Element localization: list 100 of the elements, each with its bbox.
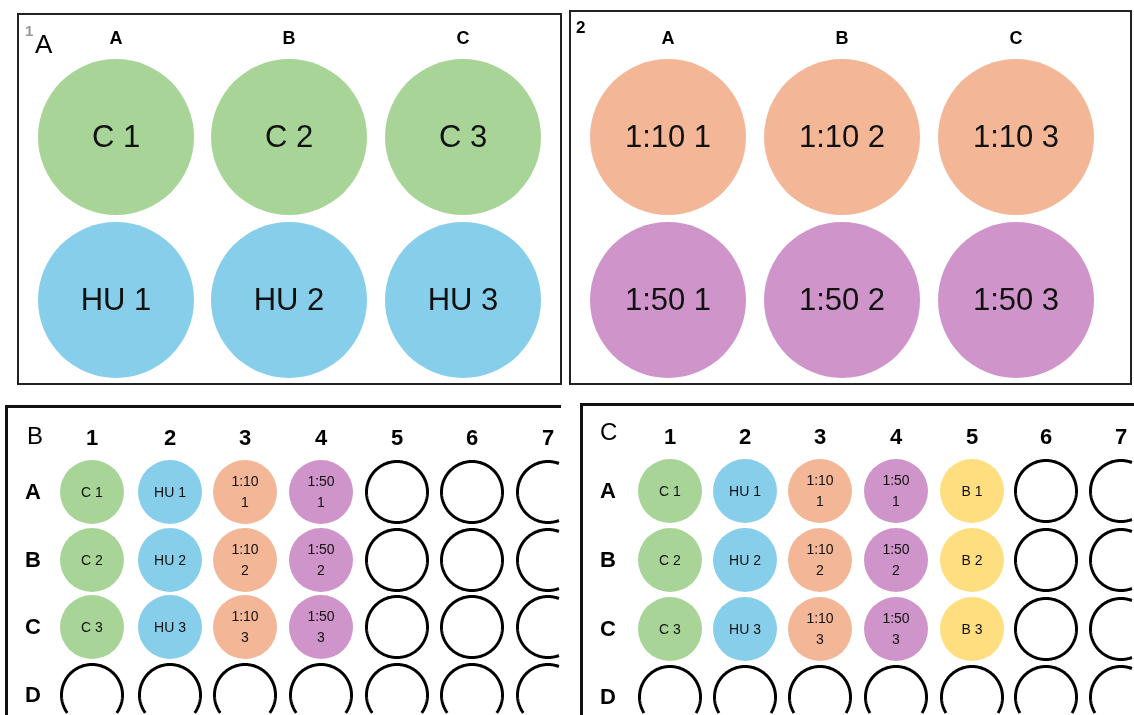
empty-well: [289, 663, 353, 715]
sample-well: C 2: [60, 528, 124, 592]
empty-well: [788, 665, 852, 715]
sample-well: 1:10 1: [213, 460, 277, 524]
panel-frame: [5, 405, 561, 715]
panel-label: C: [600, 420, 618, 444]
sample-well: HU 2: [138, 528, 202, 592]
row-header: A: [25, 481, 41, 503]
sample-well: 1:10 1: [590, 59, 746, 215]
row-header: B: [600, 549, 616, 571]
empty-well: [1014, 459, 1078, 523]
sample-well: 1:50 3: [864, 597, 928, 661]
panel-label: A: [35, 31, 53, 57]
sample-well: 1:10 2: [764, 59, 920, 215]
panel-label: 2: [576, 19, 586, 36]
sample-well: HU 3: [138, 595, 202, 659]
row-header: A: [600, 480, 616, 502]
sample-well: B 3: [940, 597, 1004, 661]
sample-well: 1:50 2: [764, 222, 920, 378]
sample-well: 1:10 2: [213, 528, 277, 592]
row-header: C: [25, 616, 41, 638]
column-header: 2: [738, 426, 752, 448]
empty-well: [440, 460, 504, 524]
row-header: C: [600, 618, 616, 640]
column-header: B: [835, 29, 849, 47]
sample-well: HU 1: [38, 222, 194, 378]
empty-well: [440, 663, 504, 715]
column-header: 1: [85, 427, 99, 449]
row-header: D: [25, 684, 41, 706]
sample-well: B 2: [940, 528, 1004, 592]
empty-well: [1089, 459, 1134, 523]
column-header: C: [456, 29, 470, 47]
sample-well: 1:50 3: [938, 222, 1094, 378]
sample-well: HU 3: [385, 222, 541, 378]
sample-well: 1:10 3: [788, 597, 852, 661]
column-header: B: [282, 29, 296, 47]
sample-well: 1:50 3: [289, 595, 353, 659]
column-header: A: [661, 29, 675, 47]
column-header: 4: [314, 427, 328, 449]
row-header: B: [25, 549, 41, 571]
sample-well: C 1: [60, 460, 124, 524]
row-header: D: [600, 686, 616, 708]
sample-well: C 1: [38, 59, 194, 215]
sample-well: HU 1: [713, 459, 777, 523]
panel-label: 1: [25, 23, 34, 38]
column-header: 5: [965, 426, 979, 448]
panel-frame: [17, 13, 562, 385]
empty-well: [1089, 665, 1134, 715]
sample-well: C 1: [638, 459, 702, 523]
sample-well: HU 2: [713, 528, 777, 592]
column-header: 7: [1114, 426, 1128, 448]
column-header: 1: [663, 426, 677, 448]
sample-well: 1:50 2: [289, 528, 353, 592]
sample-well: 1:10 3: [213, 595, 277, 659]
empty-well: [365, 595, 429, 659]
empty-well: [516, 528, 561, 592]
panel-frame: [580, 403, 1134, 715]
sample-well: C 2: [211, 59, 367, 215]
empty-well: [1014, 528, 1078, 592]
sample-well: C 3: [385, 59, 541, 215]
empty-well: [1014, 597, 1078, 661]
empty-well: [516, 663, 561, 715]
column-header: 5: [390, 427, 404, 449]
panel-label: B: [27, 424, 43, 448]
column-header: 6: [1039, 426, 1053, 448]
column-header: 6: [465, 427, 479, 449]
empty-well: [516, 460, 561, 524]
empty-well: [365, 528, 429, 592]
empty-well: [1014, 665, 1078, 715]
sample-well: B 1: [940, 459, 1004, 523]
sample-well: C 2: [638, 528, 702, 592]
empty-well: [440, 595, 504, 659]
sample-well: 1:10 1: [788, 459, 852, 523]
empty-well: [1089, 528, 1134, 592]
sample-well: 1:50 1: [289, 460, 353, 524]
sample-well: C 3: [60, 595, 124, 659]
sample-well: C 3: [638, 597, 702, 661]
sample-well: 1:50 2: [864, 528, 928, 592]
panel-frame: [569, 10, 1132, 385]
column-header: 2: [163, 427, 177, 449]
column-header: A: [109, 29, 123, 47]
empty-well: [638, 665, 702, 715]
column-header: 3: [238, 427, 252, 449]
empty-well: [1089, 597, 1134, 661]
column-header: 7: [541, 427, 555, 449]
empty-well: [864, 665, 928, 715]
empty-well: [365, 663, 429, 715]
sample-well: HU 2: [211, 222, 367, 378]
column-header: C: [1009, 29, 1023, 47]
column-header: 3: [813, 426, 827, 448]
empty-well: [213, 663, 277, 715]
empty-well: [440, 528, 504, 592]
empty-well: [516, 595, 561, 659]
sample-well: 1:10 2: [788, 528, 852, 592]
sample-well: 1:50 1: [864, 459, 928, 523]
empty-well: [60, 663, 124, 715]
sample-well: 1:50 1: [590, 222, 746, 378]
sample-well: 1:10 3: [938, 59, 1094, 215]
empty-well: [365, 460, 429, 524]
sample-well: HU 1: [138, 460, 202, 524]
